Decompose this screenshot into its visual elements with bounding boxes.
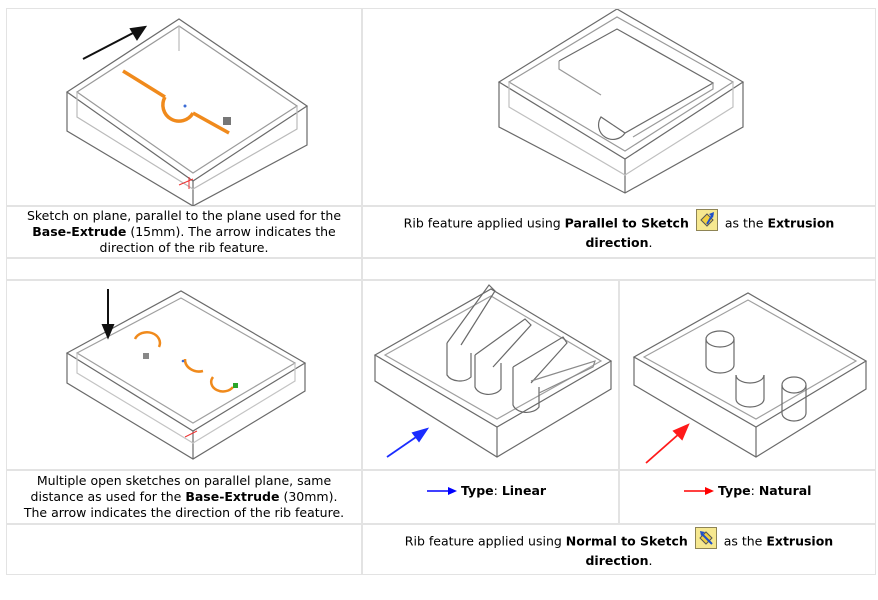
term-base-extrude: Base-Extrude [185,489,280,504]
caption-text: Sketch on plane, parallel to the plane u… [26,208,342,223]
caption-linear: Type: Linear [362,470,619,524]
empty-cell [6,524,362,575]
caption-text: : [493,483,502,498]
term-type: Type [461,483,494,498]
term-extrusion: Extrusion [767,215,835,231]
term-base-extrude: Base-Extrude [32,224,127,239]
term-extrusion: Extrusion [766,533,834,548]
caption-text: (15mm). The arrow indicates the [126,224,336,239]
term-direction: direction [585,235,649,250]
term-type: Type [718,483,751,498]
caption-text: Rib feature applied using [403,215,565,231]
caption-text: . [648,235,653,250]
red-arrow-icon [684,484,714,500]
caption-text: distance as used for the [30,489,186,504]
spacer-cell [6,258,362,280]
image-cell-open-sketches [6,280,362,470]
caption-text: as the [720,215,768,231]
parallel-to-sketch-icon [695,209,718,231]
blue-arrow-icon [427,484,457,500]
caption-normal-result: Rib feature applied using Normal to Sket… [362,524,876,575]
caption-text: . [648,552,653,568]
caption-parallel-result: Rib feature applied using Parallel to Sk… [362,206,876,258]
box-rib-natural-image [632,292,868,464]
term-direction: direction [585,552,649,568]
caption-sketch-15mm: Sketch on plane, parallel to the plane u… [6,206,362,258]
term-linear: Linear [501,483,547,498]
normal-to-sketch-icon [694,526,717,549]
caption-text: The arrow indicates the direction of the… [23,505,345,520]
image-cell-sketch-15mm [6,8,362,207]
box-rib-linear-image [373,284,613,458]
box-rib-parallel-image [497,9,745,194]
image-cell-linear [362,280,619,470]
image-cell-parallel-result [362,8,876,206]
image-cell-natural [619,280,876,470]
box-sketch-image-2 [65,289,307,460]
caption-text: (30mm). [279,489,338,504]
box-sketch-image-1 [65,18,309,207]
caption-text: direction of the rib feature. [99,240,269,255]
caption-text: as the [719,533,767,548]
caption-open-sketches: Multiple open sketches on parallel plane… [6,470,362,524]
term-natural: Natural [758,483,812,498]
caption-text: Multiple open sketches on parallel plane… [36,473,332,488]
spacer-cell [362,258,876,280]
caption-natural: Type: Natural [619,470,876,524]
caption-text: : [750,483,759,498]
term-normal-to-sketch: Normal to Sketch [565,533,688,548]
term-parallel-to-sketch: Parallel to Sketch [564,215,689,231]
caption-text: Rib feature applied using [404,533,566,548]
feature-table: Sketch on plane, parallel to the plane u… [6,8,876,575]
